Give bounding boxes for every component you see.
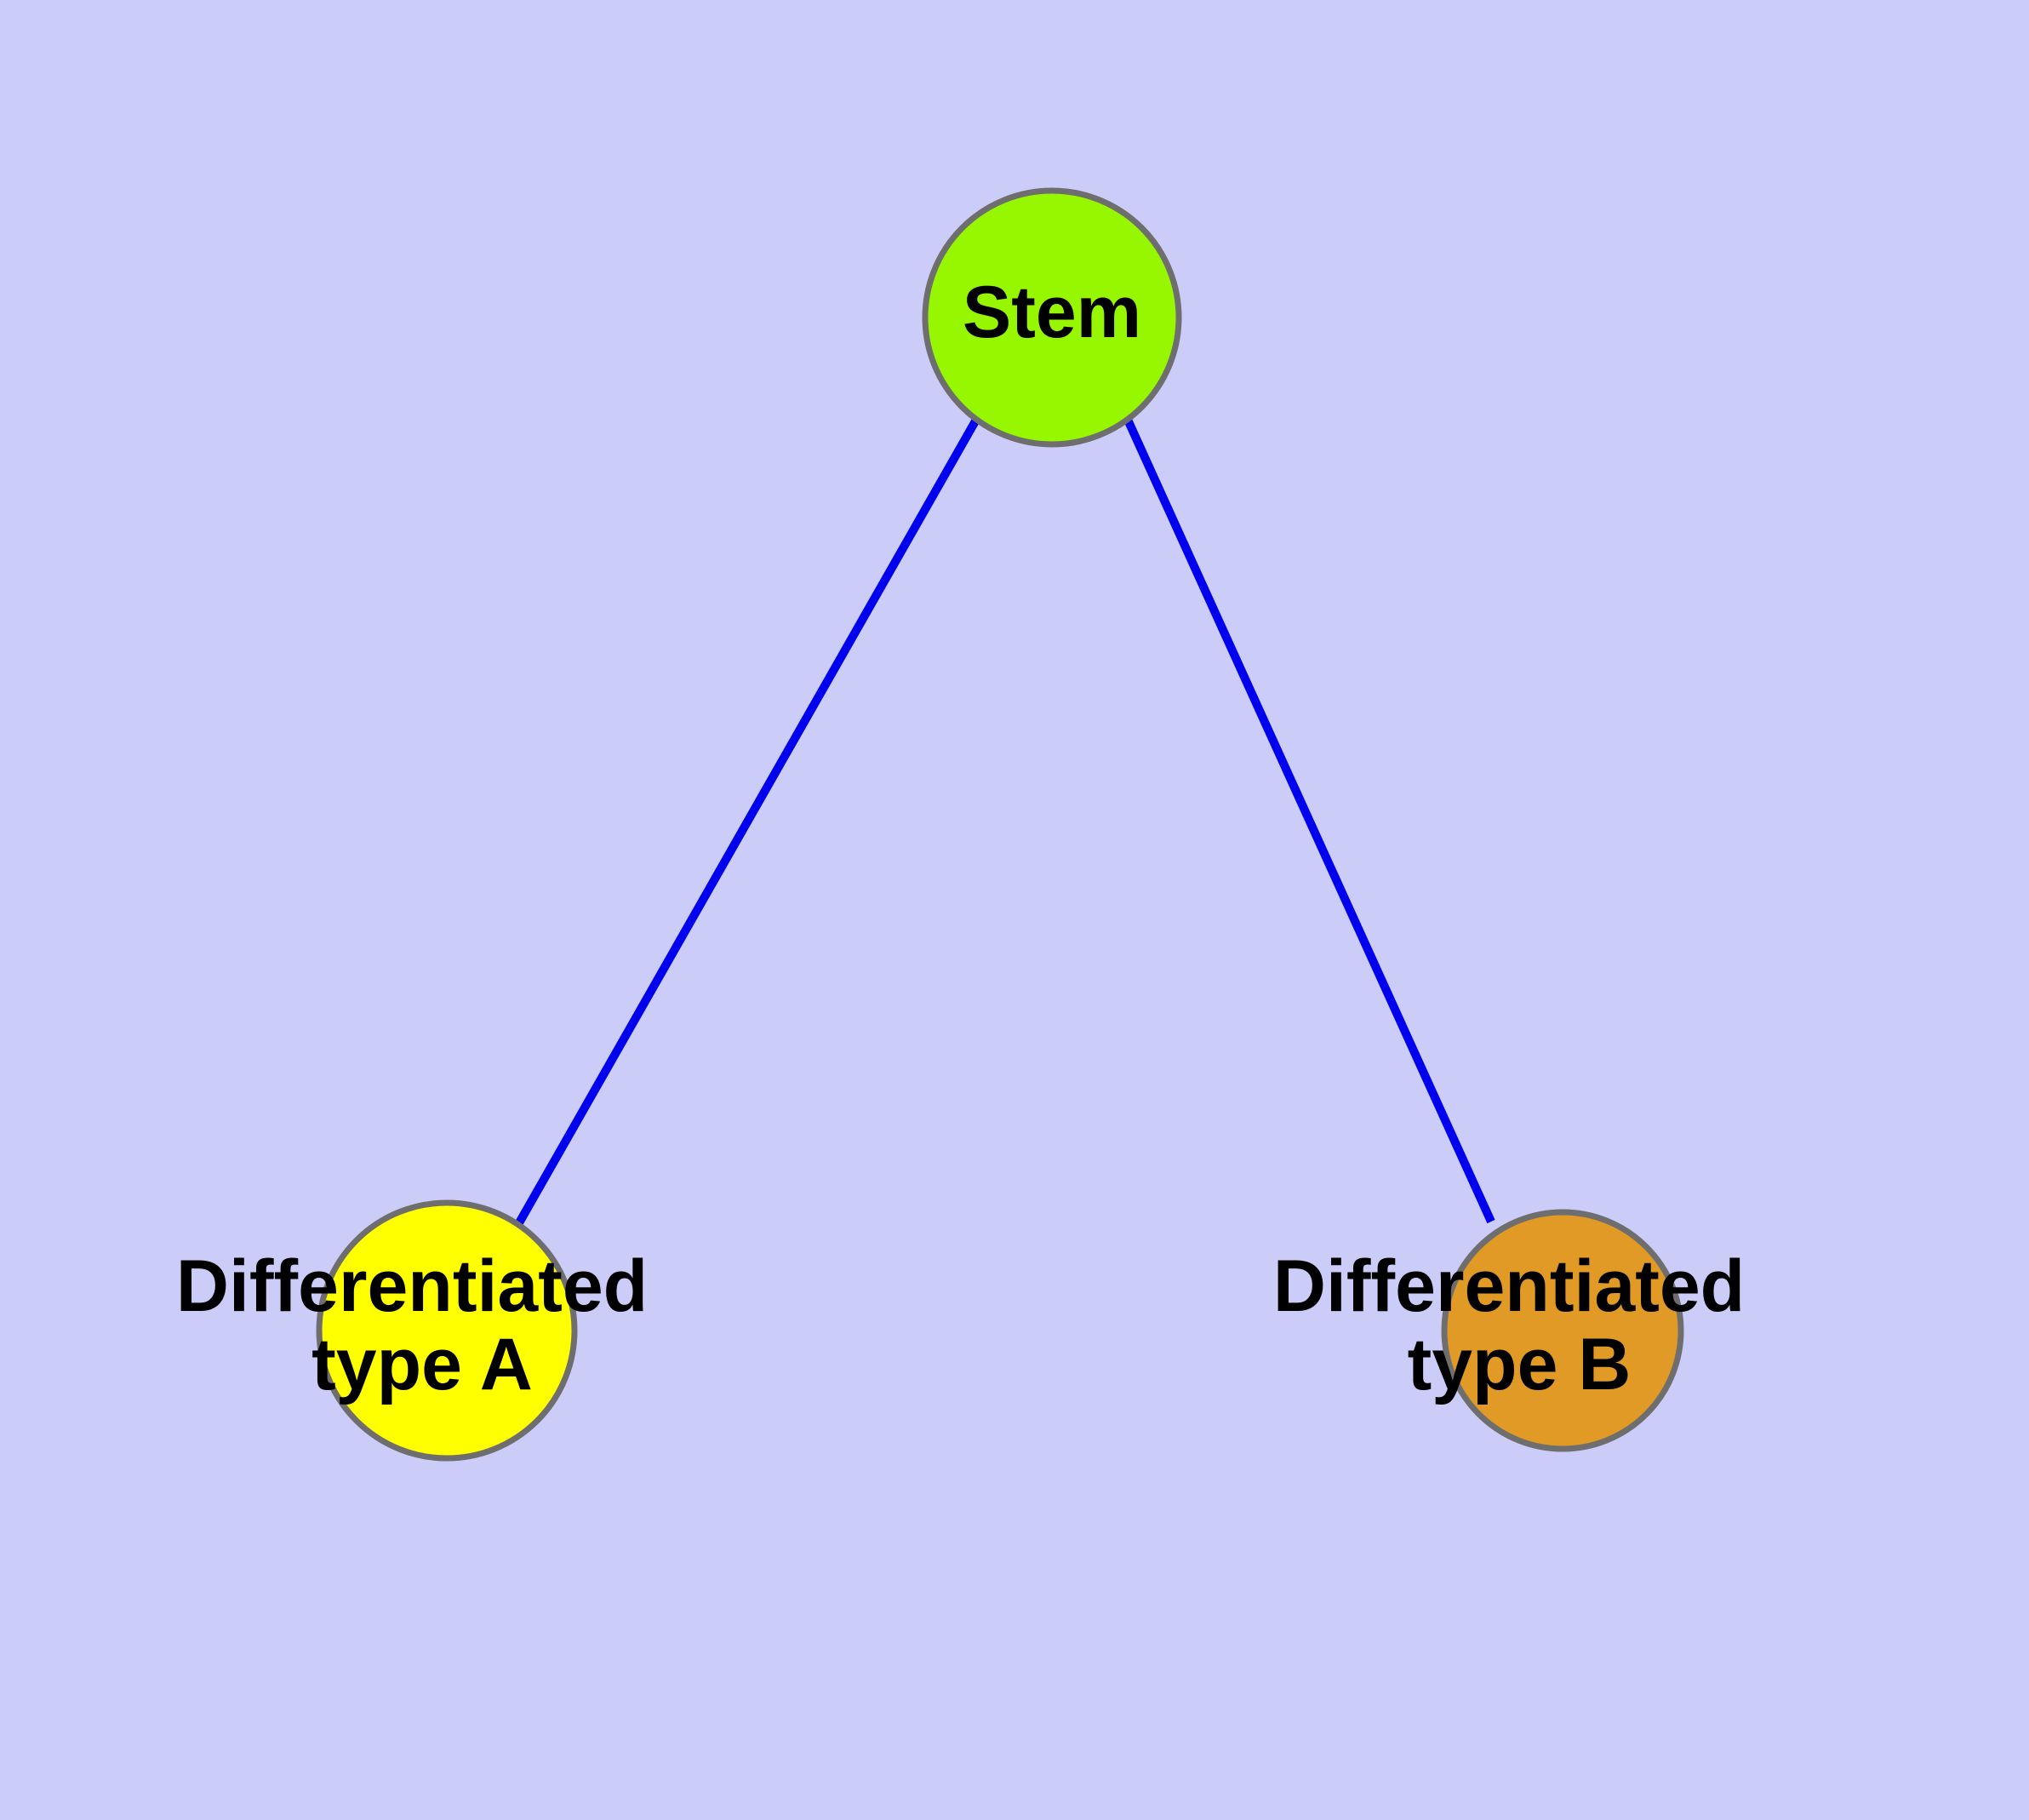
edge-stem-to-differentiated-type-a[interactable]: [513, 417, 980, 1228]
node-stem[interactable]: Stem: [922, 187, 1182, 448]
node-differentiated-type-b-label-line1: Differentiated: [1273, 1245, 1745, 1327]
node-differentiated-type-b-label: Differentiated type B: [1273, 1245, 1765, 1405]
node-stem-label: Stem: [963, 272, 1141, 353]
node-differentiated-type-b-circle[interactable]: [1441, 1209, 1684, 1452]
edge-layer: [513, 417, 1495, 1228]
edge-stem-to-differentiated-type-b[interactable]: [1123, 417, 1495, 1224]
node-differentiated-type-a[interactable]: Differentiated type A: [176, 1199, 668, 1462]
node-differentiated-type-a-label-line2: type A: [311, 1324, 533, 1405]
node-stem-label-line1: Stem: [963, 272, 1141, 353]
node-differentiated-type-b[interactable]: Differentiated type B: [1273, 1209, 1765, 1452]
node-differentiated-type-b-label-line2: type B: [1408, 1324, 1632, 1405]
node-stem-circle[interactable]: [922, 187, 1182, 448]
node-differentiated-type-a-circle[interactable]: [316, 1199, 578, 1462]
node-differentiated-type-a-label: Differentiated type A: [176, 1245, 668, 1405]
node-differentiated-type-a-label-line1: Differentiated: [176, 1245, 648, 1327]
node-layer: Stem Differentiated type A Differentiate…: [176, 187, 1765, 1462]
